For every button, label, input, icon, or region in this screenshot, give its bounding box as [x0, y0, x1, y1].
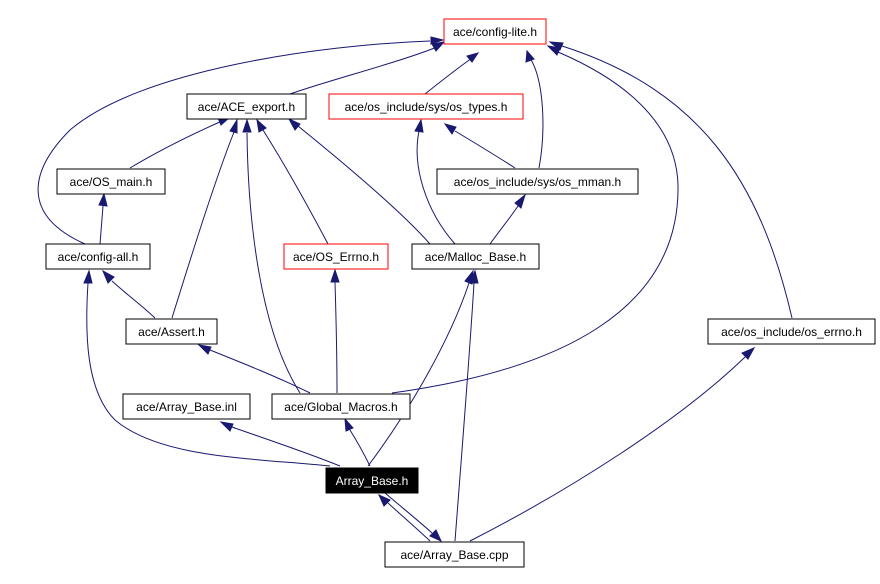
edge-os-errno-to-ace-export — [262, 129, 329, 245]
node-label-config-lite: ace/config-lite.h — [453, 25, 537, 39]
edge-global-macros-to-ace-export — [246, 132, 301, 394]
edge-global-macros-to-os-errno — [334, 281, 338, 394]
node-label-os-errno-inc: ace/os_include/os_errno.h — [721, 325, 862, 339]
edge-config-all-to-os-main — [99, 205, 104, 245]
edge-array-base-h-to-global-macros — [349, 429, 371, 467]
arrowhead — [344, 417, 354, 432]
node-label-array-base-cpp: ace/Array_Base.cpp — [400, 548, 508, 562]
arrowhead — [741, 346, 756, 360]
arrowhead — [525, 49, 535, 63]
arrowhead — [514, 193, 526, 209]
arrowhead — [242, 118, 252, 133]
node-label-config-all: ace/config-all.h — [58, 250, 139, 264]
arrowhead — [430, 36, 445, 45]
node-array-base-h[interactable]: Array_Base.h — [325, 467, 419, 494]
node-array-base-cpp[interactable]: ace/Array_Base.cpp — [384, 541, 525, 568]
node-label-os-errno: ace/OS_Errno.h — [293, 250, 379, 264]
node-label-os-types: ace/os_include/sys/os_types.h — [345, 100, 508, 114]
arrowhead — [229, 118, 238, 134]
node-label-ace-export: ace/ACE_export.h — [198, 100, 295, 114]
arrowhead — [546, 45, 561, 56]
arrowhead — [330, 268, 340, 283]
edge-array-base-h-to-malloc-base — [367, 282, 470, 467]
node-label-array-base-h: Array_Base.h — [336, 474, 409, 488]
edge-global-macros-to-assert — [209, 349, 311, 394]
node-label-array-base-inl: ace/Array_Base.inl — [136, 400, 237, 414]
edge-os-types-to-config-lite — [424, 57, 473, 95]
node-label-malloc-base: ace/Malloc_Base.h — [425, 250, 526, 264]
node-os-main[interactable]: ace/OS_main.h — [56, 168, 166, 195]
node-os-mman[interactable]: ace/os_include/sys/os_mman.h — [436, 168, 639, 195]
arrowhead — [548, 41, 564, 51]
node-config-lite[interactable]: ace/config-lite.h — [443, 18, 547, 45]
arrowhead — [431, 41, 446, 52]
node-label-os-mman: ace/os_include/sys/os_mman.h — [454, 175, 621, 189]
edge-array-base-cpp-to-array-base-h — [387, 502, 431, 542]
edge-array-base-cpp-to-os-errno-inc — [469, 356, 746, 542]
edge-malloc-base-to-ace-export — [297, 125, 431, 245]
node-os-errno[interactable]: ace/OS_Errno.h — [283, 243, 389, 270]
edge-malloc-base-to-os-types — [416, 130, 456, 245]
nodes: ace/config-lite.h ace/ACE_export.h ace/o… — [45, 18, 876, 568]
node-global-macros[interactable]: ace/Global_Macros.h — [271, 393, 411, 420]
arrowhead — [469, 269, 479, 284]
arrowhead — [197, 344, 212, 355]
edge-os-errno-inc-to-config-lite — [561, 45, 793, 319]
edge-os-mman-to-config-lite — [529, 57, 544, 169]
edge-os-main-to-ace-export — [129, 120, 223, 169]
arrowhead — [98, 192, 108, 207]
edge-os-mman-to-os-types — [454, 130, 516, 169]
node-config-all[interactable]: ace/config-all.h — [45, 243, 151, 270]
edge-array-base-h-to-array-base-inl — [231, 426, 341, 467]
node-malloc-base[interactable]: ace/Malloc_Base.h — [411, 243, 540, 270]
node-ace-export[interactable]: ace/ACE_export.h — [186, 93, 307, 120]
edges — [37, 36, 793, 543]
node-os-types[interactable]: ace/os_include/sys/os_types.h — [328, 93, 524, 120]
node-label-global-macros: ace/Global_Macros.h — [284, 400, 397, 414]
node-label-assert: ace/Assert.h — [138, 325, 205, 339]
edge-array-base-h-to-array-base-cpp — [384, 492, 433, 534]
edge-assert-to-config-all — [111, 280, 156, 319]
edge-assert-to-ace-export — [171, 131, 235, 319]
arrowhead — [256, 118, 267, 133]
arrowhead — [101, 269, 115, 284]
arrowhead — [443, 123, 457, 135]
arrowhead — [219, 421, 234, 432]
arrowhead — [466, 52, 480, 63]
node-os-errno-inc[interactable]: ace/os_include/os_errno.h — [707, 318, 876, 345]
arrowhead — [83, 269, 93, 284]
edge-array-base-h-to-config-all — [86, 282, 331, 467]
arrowhead — [287, 117, 301, 131]
node-array-base-inl[interactable]: ace/Array_Base.inl — [122, 393, 251, 420]
arrowhead — [377, 493, 391, 507]
node-assert[interactable]: ace/Assert.h — [125, 318, 218, 345]
edge-global-macros-to-config-lite — [391, 51, 679, 394]
edge-config-all-to-config-lite — [37, 40, 431, 245]
node-label-os-main: ace/OS_main.h — [70, 175, 153, 189]
arrowhead — [429, 529, 443, 543]
edge-ace-export-to-config-lite — [289, 46, 438, 95]
arrowhead — [414, 118, 424, 133]
edge-array-base-cpp-to-malloc-base — [454, 282, 475, 542]
edge-malloc-base-to-os-mman — [489, 205, 519, 245]
